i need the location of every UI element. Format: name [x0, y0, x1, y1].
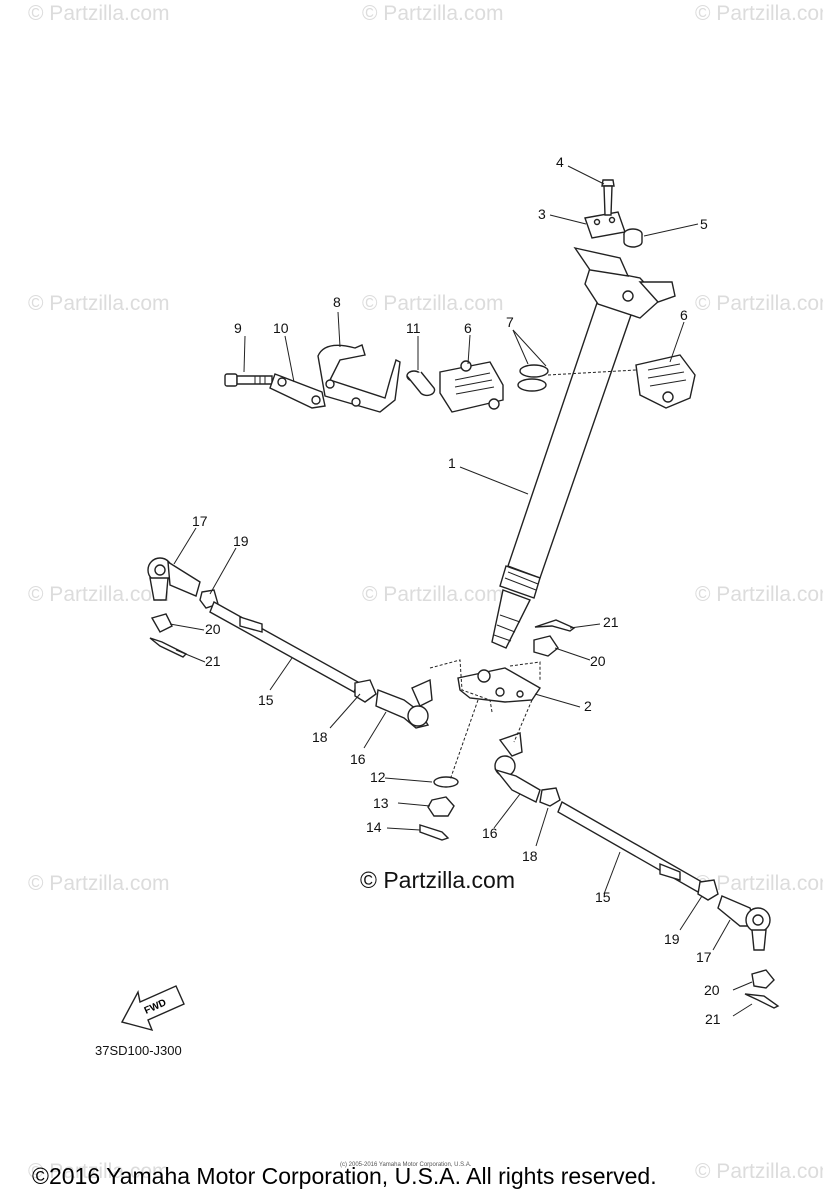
callout-5[interactable]: 5: [700, 216, 708, 232]
alignment-line: [429, 659, 493, 713]
steering-shaft-part[interactable]: [491, 246, 676, 649]
cotter-pin-part[interactable]: [534, 619, 576, 632]
alignment-line: [509, 661, 541, 680]
watermark: © Partzilla.com: [28, 872, 170, 895]
watermark: © Partzilla.com: [695, 872, 823, 895]
nut-part[interactable]: [150, 613, 173, 633]
nut-part[interactable]: [427, 796, 455, 817]
cotter-pin-part[interactable]: [419, 824, 450, 841]
bushing-holder-part[interactable]: [635, 354, 696, 409]
callout-17[interactable]: 17: [696, 949, 712, 965]
callout-16[interactable]: 16: [482, 825, 498, 841]
watermark: © Partzilla.com: [28, 583, 170, 606]
alignment-line: [513, 699, 533, 743]
callout-13[interactable]: 13: [373, 795, 389, 811]
washer-part[interactable]: [433, 776, 459, 788]
callout-15[interactable]: 15: [258, 692, 274, 708]
leader-lines: [169, 165, 753, 1017]
tie-rod-end-part[interactable]: [494, 732, 541, 803]
callout-9[interactable]: 9: [234, 320, 242, 336]
cotter-pin-part[interactable]: [744, 993, 780, 1009]
bushing-holder-part[interactable]: [439, 360, 504, 413]
brand-watermark: © Partzilla.com: [360, 867, 515, 893]
steering-arm-plate-part[interactable]: [457, 667, 541, 703]
callout-21[interactable]: 21: [603, 614, 619, 630]
watermark: © Partzilla.com: [362, 2, 504, 25]
callout-3[interactable]: 3: [538, 206, 546, 222]
callout-20[interactable]: 20: [704, 982, 720, 998]
callout-17[interactable]: 17: [192, 513, 208, 529]
tie-rod-end-part[interactable]: [717, 895, 771, 951]
alignment-line: [449, 699, 479, 781]
callout-19[interactable]: 19: [664, 931, 680, 947]
callout-18[interactable]: 18: [312, 729, 328, 745]
tie-rod-part[interactable]: [557, 800, 703, 894]
clamp-part[interactable]: [584, 211, 626, 239]
callout-1[interactable]: 1: [448, 455, 456, 471]
callout-8[interactable]: 8: [333, 294, 341, 310]
tie-rod-part[interactable]: [209, 601, 359, 693]
watermark: © Partzilla.com: [28, 292, 170, 315]
link-plate-part[interactable]: [269, 373, 326, 409]
watermark: © Partzilla.com: [695, 1160, 823, 1183]
callout-16[interactable]: 16: [350, 751, 366, 767]
nut-part[interactable]: [697, 879, 719, 901]
tie-rod-end-part[interactable]: [147, 557, 201, 601]
bolt-part[interactable]: [601, 179, 615, 216]
cotter-pin-part[interactable]: [149, 637, 188, 658]
watermark: © Partzilla.com: [695, 583, 823, 606]
nut-part[interactable]: [354, 679, 377, 703]
callout-14[interactable]: 14: [366, 819, 382, 835]
callout-12[interactable]: 12: [370, 769, 386, 785]
collar-part[interactable]: [623, 228, 643, 248]
callout-15[interactable]: 15: [595, 889, 611, 905]
callout-20[interactable]: 20: [590, 653, 606, 669]
ring-part[interactable]: [517, 364, 549, 392]
callout-21[interactable]: 21: [205, 653, 221, 669]
collar-part[interactable]: [406, 370, 436, 397]
callout-19[interactable]: 19: [233, 533, 249, 549]
bracket-clip-part[interactable]: [317, 344, 401, 413]
watermark: © Partzilla.com: [362, 583, 504, 606]
copyright-notice: ©2016 Yamaha Motor Corporation, U.S.A. A…: [32, 1163, 657, 1189]
watermark: © Partzilla.com: [695, 2, 823, 25]
callout-10[interactable]: 10: [273, 320, 289, 336]
bolt-part[interactable]: [224, 373, 273, 387]
diagram-code: 37SD100-J300: [95, 1043, 182, 1058]
callout-2[interactable]: 2: [584, 698, 592, 714]
callout-7[interactable]: 7: [506, 314, 514, 330]
fwd-arrow-icon: FWD: [120, 985, 185, 1032]
watermark: © Partzilla.com: [695, 292, 823, 315]
callout-4[interactable]: 4: [556, 154, 564, 170]
callout-6[interactable]: 6: [464, 320, 472, 336]
nut-part[interactable]: [751, 969, 775, 989]
callout-21[interactable]: 21: [705, 1011, 721, 1027]
tie-rod-end-part[interactable]: [375, 678, 433, 729]
watermark: © Partzilla.com: [28, 2, 170, 25]
watermark: © Partzilla.com: [362, 292, 504, 315]
callout-6[interactable]: 6: [680, 307, 688, 323]
callout-18[interactable]: 18: [522, 848, 538, 864]
callout-11[interactable]: 11: [406, 320, 421, 336]
watermark: © Partzilla.com: [28, 1160, 170, 1183]
small-copyright: (c) 2005-2016 Yamaha Motor Corporation, …: [340, 1162, 472, 1168]
nut-part[interactable]: [539, 787, 561, 807]
nut-part[interactable]: [533, 635, 559, 657]
callout-20[interactable]: 20: [205, 621, 221, 637]
